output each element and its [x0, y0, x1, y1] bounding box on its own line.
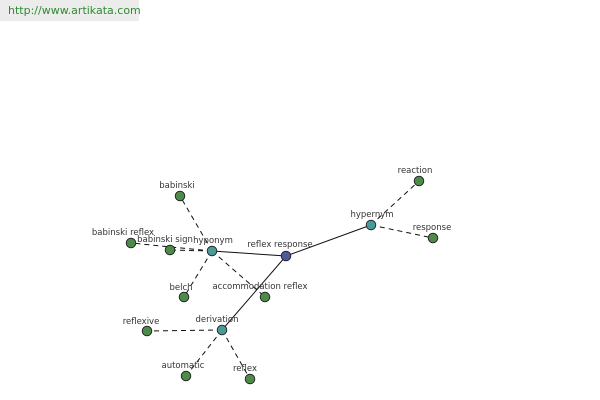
node-babinski-reflex[interactable]: [125, 237, 137, 249]
edge-derivation-reflexive: [146, 329, 223, 332]
node-belch[interactable]: [178, 291, 190, 303]
node-babinski[interactable]: [174, 190, 186, 202]
node-label-hyponym: hyponym: [193, 236, 233, 246]
node-accommodation-reflex[interactable]: [259, 291, 271, 303]
node-label-automatic: automatic: [162, 361, 205, 371]
url-bar: http://www.artikata.com: [0, 0, 141, 21]
node-reflex[interactable]: [244, 373, 256, 385]
node-label-accommodation-reflex: accommodation reflex: [212, 282, 307, 292]
node-label-babinski: babinski: [159, 181, 194, 191]
node-derivation[interactable]: [216, 324, 228, 336]
node-babinski-sign[interactable]: [164, 244, 176, 256]
node-response[interactable]: [427, 232, 439, 244]
node-label-reflex: reflex: [233, 364, 257, 374]
node-label-reflex-response: reflex response: [247, 240, 312, 250]
edge-reflex-response-derivation: [221, 255, 287, 331]
node-label-babinski-reflex: babinski reflex: [92, 228, 154, 238]
node-label-reaction: reaction: [398, 166, 433, 176]
edge-hyponym-babinski-sign: [169, 249, 213, 252]
node-label-response: response: [413, 223, 452, 233]
edge-hyponym-accommodation-reflex: [211, 250, 266, 298]
edge-reflex-response-hypernym: [285, 224, 372, 257]
node-reflexive[interactable]: [141, 325, 153, 337]
node-hypernym[interactable]: [365, 219, 377, 231]
node-label-reflexive: reflexive: [123, 317, 160, 327]
graph-nodes: [125, 175, 439, 385]
site-url-link[interactable]: http://www.artikata.com: [8, 4, 141, 17]
node-label-belch: belch: [169, 283, 192, 293]
edge-derivation-reflex: [221, 329, 251, 380]
node-automatic[interactable]: [180, 370, 192, 382]
node-label-derivation: derivation: [195, 315, 238, 325]
edge-reflex-response-hyponym: [211, 250, 287, 257]
edge-hypernym-response: [370, 224, 434, 239]
edge-derivation-automatic: [185, 329, 223, 377]
node-reaction[interactable]: [413, 175, 425, 187]
edge-hyponym-babinski: [179, 195, 213, 252]
node-label-babinski-sign: babinski sign: [137, 235, 193, 245]
graph-edges: [130, 180, 434, 380]
edge-hypernym-reaction: [370, 180, 420, 226]
graph-labels: reflex response hypernym hyponym derivation…: [92, 166, 451, 374]
node-hyponym[interactable]: [206, 245, 218, 257]
node-reflex-response[interactable]: [280, 250, 292, 262]
node-label-hypernym: hypernym: [350, 210, 393, 220]
